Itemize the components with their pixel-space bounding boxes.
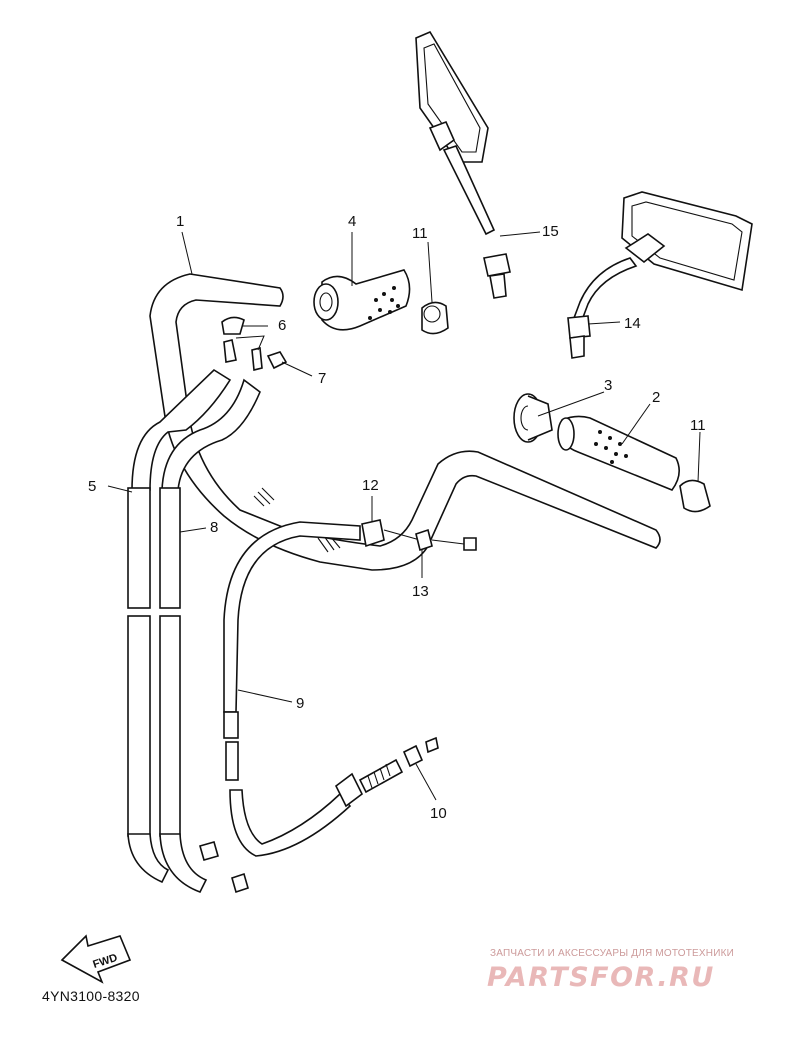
watermark-logo: PARTSFOR.RU	[487, 962, 715, 993]
callout-12: 12	[362, 477, 379, 494]
cable-adjuster-12	[361, 519, 421, 548]
mirror-right	[567, 191, 753, 359]
clip	[221, 316, 263, 372]
callout-14: 14	[624, 315, 641, 332]
callout-labels: 1 2 3 4 5 6 7 8 9 10 11 11 12 13 14 15	[88, 213, 706, 822]
cable-adjuster-10	[402, 736, 439, 768]
fwd-arrow-icon: FWD	[60, 934, 132, 984]
grip-left	[557, 415, 680, 491]
clutch-cable	[223, 521, 404, 857]
callout-9: 9	[296, 695, 304, 712]
callout-11-right: 11	[690, 417, 706, 434]
callout-15: 15	[542, 223, 559, 240]
callout-5: 5	[88, 478, 96, 495]
callout-10: 10	[430, 805, 447, 822]
grip-collar	[513, 393, 553, 443]
callout-2: 2	[652, 389, 660, 406]
cable-adjuster-13	[415, 528, 477, 552]
callout-3: 3	[604, 377, 612, 394]
leader-lines	[107, 231, 701, 801]
throttle-cables	[127, 368, 261, 894]
bar-end-right	[679, 479, 711, 513]
diagram-code: 4YN3100-8320	[42, 988, 140, 1004]
callout-7: 7	[318, 370, 326, 387]
bar-end-upper	[421, 301, 449, 335]
callout-6: 6	[278, 317, 286, 334]
callout-13: 13	[412, 583, 429, 600]
callout-11-upper: 11	[412, 225, 428, 242]
mirror-left	[415, 30, 511, 299]
screw	[266, 351, 288, 370]
callout-8: 8	[210, 519, 218, 536]
grip-throttle	[313, 269, 411, 331]
callout-4: 4	[348, 213, 356, 230]
callout-1: 1	[176, 213, 184, 230]
watermark-caption: ЗАПЧАСТИ И АКСЕССУАРЫ ДЛЯ МОТОТЕХНИКИ	[490, 948, 735, 959]
